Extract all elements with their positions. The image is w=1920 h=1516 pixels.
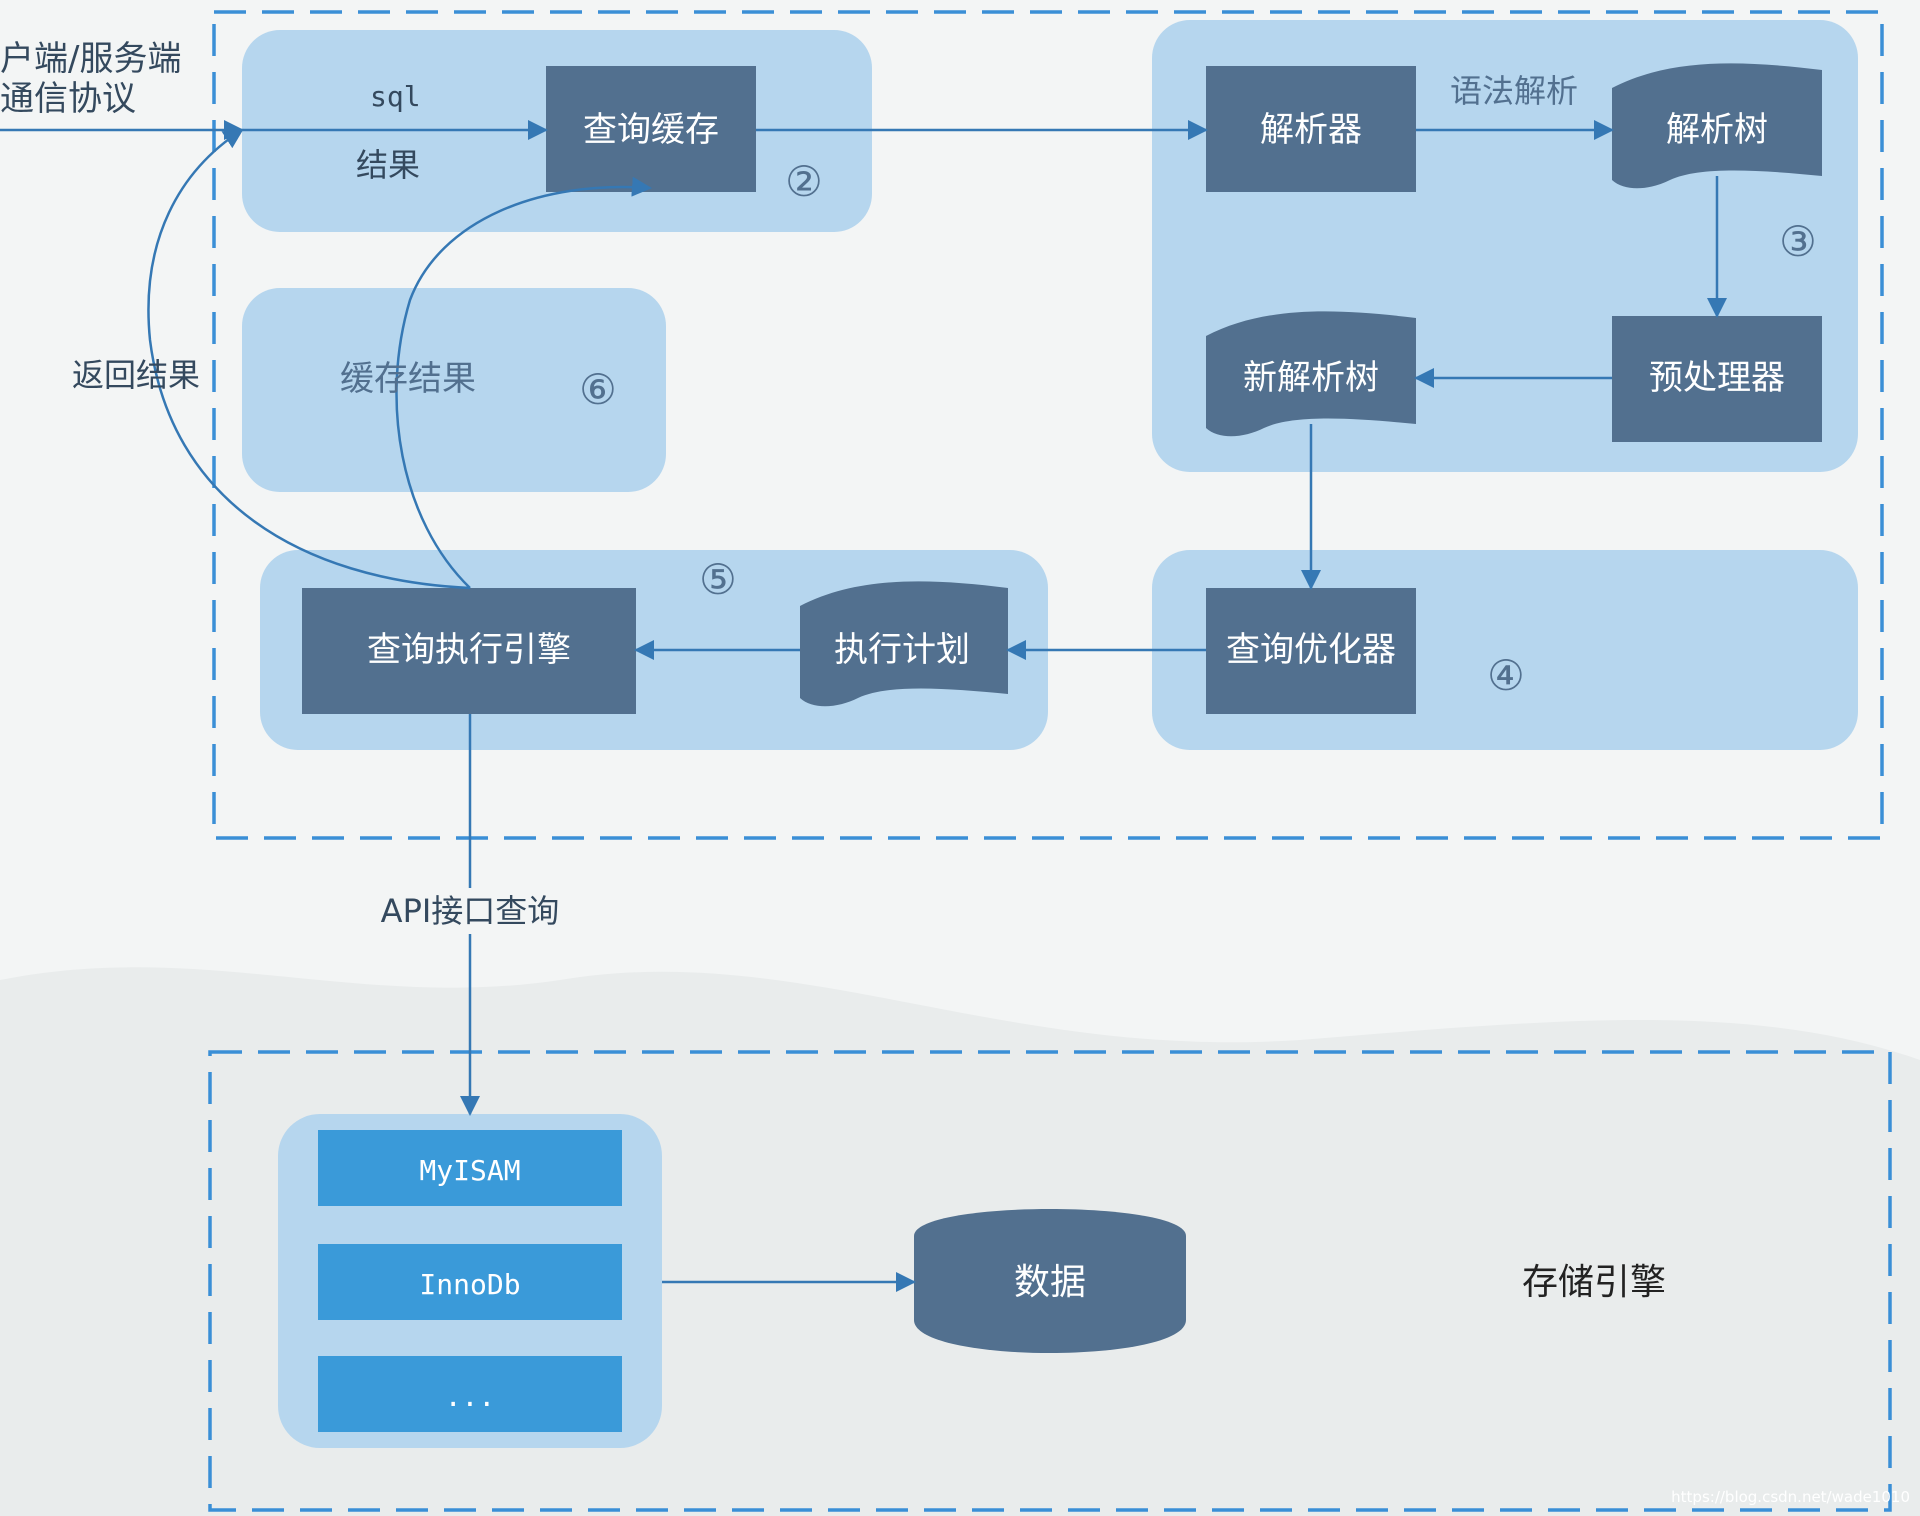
watermark: https://blog.csdn.net/wade1010 xyxy=(1671,1488,1910,1506)
server-layer-boundary xyxy=(212,10,1884,840)
return-result-label: 返回结果 xyxy=(72,356,200,394)
data-store-label: 数据 xyxy=(1014,1262,1086,1303)
arrow-cache-result xyxy=(395,176,652,589)
engine-more xyxy=(318,1356,622,1432)
optimizer-node xyxy=(1206,588,1416,714)
execution-engine-node xyxy=(302,588,636,714)
query-cache-node xyxy=(546,66,756,192)
engine-more-label: ... xyxy=(445,1380,496,1413)
marker-6: ⑥ xyxy=(579,365,617,414)
api-label-bg xyxy=(368,888,572,934)
parser-label: 解析器 xyxy=(1260,110,1362,150)
storage-engine-label: 存储引擎 xyxy=(1522,1262,1666,1303)
arrow-return-result xyxy=(147,128,471,590)
new-parse-tree-node xyxy=(1206,311,1416,437)
new-parse-tree-label: 新解析树 xyxy=(1243,358,1379,398)
execution-engine-label: 查询执行引擎 xyxy=(367,630,571,670)
query-cache-label: 查询缓存 xyxy=(583,110,719,150)
marker-4: ④ xyxy=(1487,651,1525,700)
cached-result-group xyxy=(242,288,666,492)
client-protocol-label-1: 户端/服务端 xyxy=(0,39,181,79)
result-label: 结果 xyxy=(356,146,420,184)
engine-innodb-label: InnoDb xyxy=(419,1268,520,1301)
execution-plan-node xyxy=(800,581,1008,707)
storage-layer-boundary xyxy=(208,1050,1892,1512)
engine-myisam xyxy=(318,1130,622,1206)
marker-2: ② xyxy=(785,157,823,206)
execution-plan-label: 执行计划 xyxy=(834,630,970,670)
syntax-parse-label: 语法解析 xyxy=(1450,72,1578,110)
marker-5: ⑤ xyxy=(699,555,737,604)
marker-3: ③ xyxy=(1779,217,1817,266)
preprocessor-node xyxy=(1612,316,1822,442)
parse-tree-label: 解析树 xyxy=(1666,110,1768,150)
data-store-node xyxy=(914,1209,1186,1353)
parser-node xyxy=(1206,66,1416,192)
preprocessor-label: 预处理器 xyxy=(1649,358,1785,398)
api-query-label: API接口查询 xyxy=(381,892,560,930)
client-protocol-label-2: 通信协议 xyxy=(0,79,136,119)
parse-tree-node xyxy=(1612,63,1822,189)
sql-label: sql xyxy=(370,80,421,113)
engine-innodb xyxy=(318,1244,622,1320)
engine-myisam-label: MyISAM xyxy=(419,1154,520,1187)
optimizer-label: 查询优化器 xyxy=(1226,630,1396,670)
cached-result-label: 缓存结果 xyxy=(340,359,476,399)
